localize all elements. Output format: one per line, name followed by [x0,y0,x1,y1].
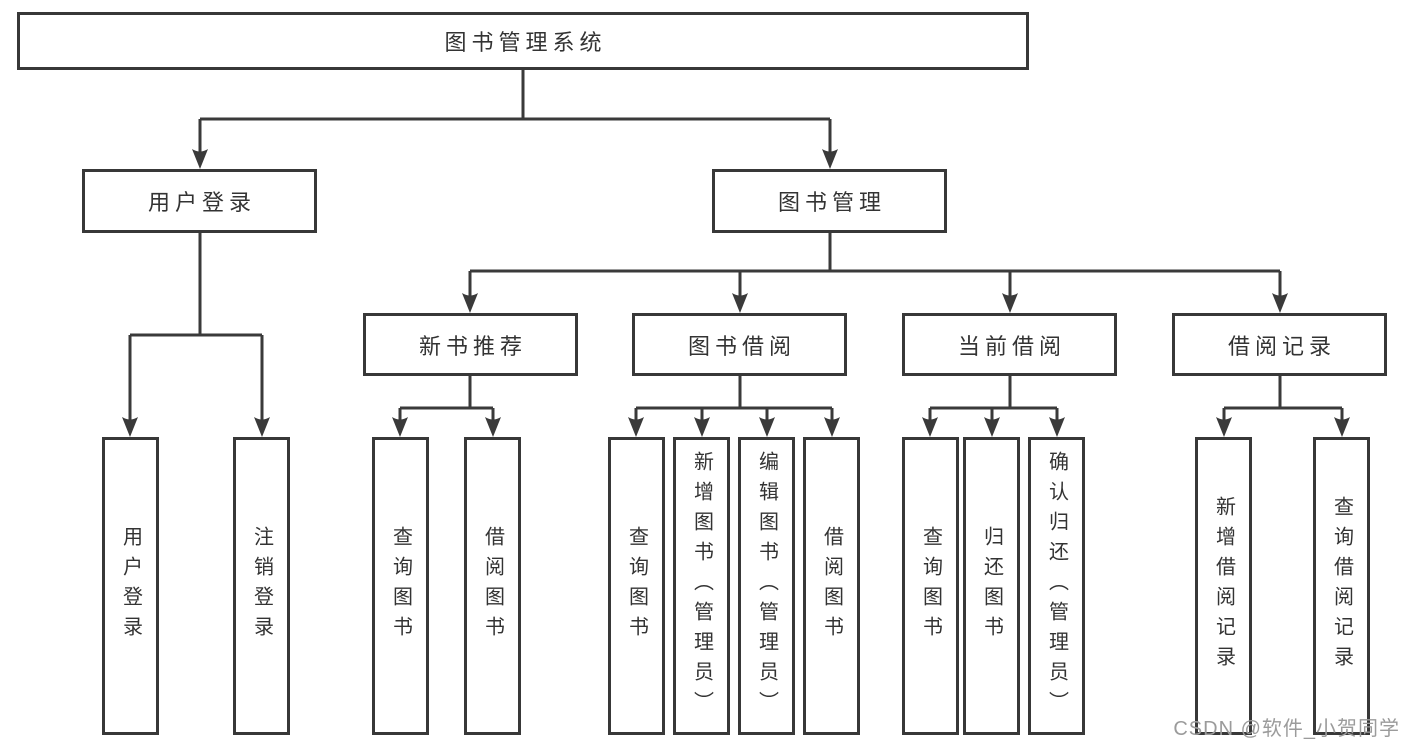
node-book-borrowing: 图书借阅 [632,313,847,376]
leaf-label: 借阅图书 [820,526,843,646]
connector-root-to-level2 [192,70,838,169]
leaf-label: 查询图书 [919,526,942,646]
leaf-borrow-books-recommend: 借阅图书 [464,437,521,735]
node-user-login: 用户登录 [82,169,317,233]
leaf-label: 用户登录 [119,526,142,646]
leaf-label: 借阅图书 [481,526,504,646]
node-label: 图书管理系统 [444,30,607,55]
leaf-label: 归还图书 [980,526,1003,646]
leaf-logout-login: 注销登录 [233,437,290,735]
connector-new-book-to-leaves [392,376,501,437]
node-label: 新书推荐 [418,333,527,359]
leaf-label: 确认归还（管理员） [1045,451,1068,721]
leaf-query-books-recommend: 查询图书 [372,437,429,735]
leaf-label: 编辑图书（管理员） [755,451,778,721]
leaf-label: 查询图书 [625,526,648,646]
connector-book-borrow-to-leaves [628,376,840,437]
node-label: 借阅记录 [1227,333,1336,359]
node-current-borrowing: 当前借阅 [902,313,1117,376]
node-book-management: 图书管理 [712,169,947,233]
node-new-book-recommendation: 新书推荐 [363,313,578,376]
leaf-query-books-current: 查询图书 [902,437,959,735]
leaf-query-books-borrow: 查询图书 [608,437,665,735]
connector-book-management-to-level3 [462,233,1288,313]
node-label: 用户登录 [147,190,256,215]
watermark: CSDN @软件_小贺同学 [1173,718,1400,740]
leaf-label: 新增借阅记录 [1212,496,1235,676]
connector-current-borrow-to-leaves [922,376,1065,437]
node-label: 图书管理 [777,190,886,215]
node-label: 图书借阅 [687,333,796,359]
leaf-user-login: 用户登录 [102,437,159,735]
leaf-borrow-books-borrow: 借阅图书 [803,437,860,735]
leaf-label: 查询图书 [389,526,412,646]
leaf-query-borrow-record: 查询借阅记录 [1313,437,1370,735]
leaf-add-borrow-record: 新增借阅记录 [1195,437,1252,735]
leaf-add-book-admin: 新增图书（管理员） [673,437,730,735]
leaf-edit-book-admin: 编辑图书（管理员） [738,437,795,735]
node-library-management-system: 图书管理系统 [17,12,1029,70]
leaf-confirm-return-admin: 确认归还（管理员） [1028,437,1085,735]
leaf-return-book: 归还图书 [963,437,1020,735]
connector-user-login-to-leaves [122,233,270,437]
leaf-label: 注销登录 [250,526,273,646]
node-borrowing-records: 借阅记录 [1172,313,1387,376]
leaf-label: 新增图书（管理员） [690,451,713,721]
leaf-label: 查询借阅记录 [1330,496,1353,676]
node-label: 当前借阅 [957,333,1066,359]
connector-borrow-records-to-leaves [1216,376,1350,437]
